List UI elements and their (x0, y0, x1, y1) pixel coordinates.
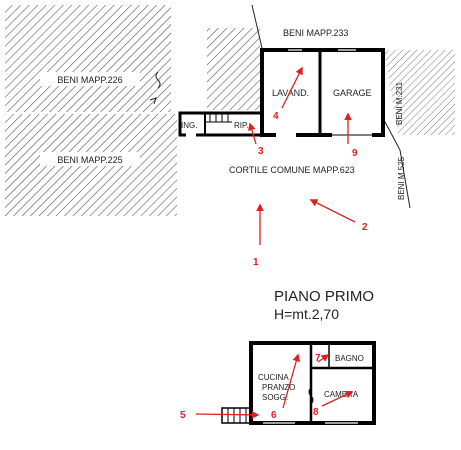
marker-arrow-2 (309, 199, 356, 223)
floor-title: PIANO PRIMO (274, 288, 374, 305)
ground-floor-building: ING. RIP. LAVAND. GARAGE (178, 48, 385, 138)
marker-arrow-7 (317, 354, 330, 363)
marker-4: 4 (273, 111, 279, 122)
label-beni-525: BENI M.525 (397, 156, 406, 200)
room-ing: ING. (181, 121, 197, 130)
marker-3: 3 (258, 146, 264, 157)
neighbour-lot-231: BENI M.231 (384, 50, 455, 135)
label-beni-231: BENI M.231 (395, 81, 404, 125)
room-camera: CAMERA (324, 390, 359, 399)
neighbour-lot-226: BENI MAPP.226 (5, 5, 171, 112)
marker-5: 5 (180, 410, 186, 421)
room-lavand: LAVAND. (272, 88, 309, 98)
marker-arrow-8 (321, 391, 354, 407)
room-cucina: CUCINA (258, 373, 289, 382)
photo-markers (248, 66, 356, 245)
marker-8: 8 (313, 407, 319, 418)
label-beni-226: BENI MAPP.226 (57, 75, 122, 85)
room-sogg: SOGG. (262, 393, 288, 402)
photo-markers-first-floor (195, 353, 354, 419)
marker-7: 7 (315, 353, 321, 364)
marker-arrow-6 (282, 353, 301, 409)
room-rip: RIP. (234, 121, 249, 130)
room-pranzo: PRANZO (262, 383, 295, 392)
label-beni-233: BENI MAPP.233 (283, 28, 348, 38)
marker-arrow-4 (281, 66, 303, 109)
room-garage: GARAGE (333, 88, 372, 98)
neighbour-lot-225: BENI MAPP.225 (5, 114, 177, 216)
marker-9: 9 (352, 148, 358, 159)
marker-2: 2 (362, 222, 368, 233)
neighbour-block-233 (207, 28, 260, 110)
label-beni-225: BENI MAPP.225 (57, 155, 122, 165)
marker-6: 6 (271, 410, 277, 421)
courtyard-label: CORTILE COMUNE MAPP.623 (229, 165, 355, 175)
marker-arrow-5 (195, 410, 260, 419)
room-bagno: BAGNO (335, 354, 364, 363)
marker-arrow-3 (248, 122, 257, 145)
marker-1: 1 (253, 257, 259, 268)
floor-height: H=mt.2,70 (274, 306, 339, 322)
